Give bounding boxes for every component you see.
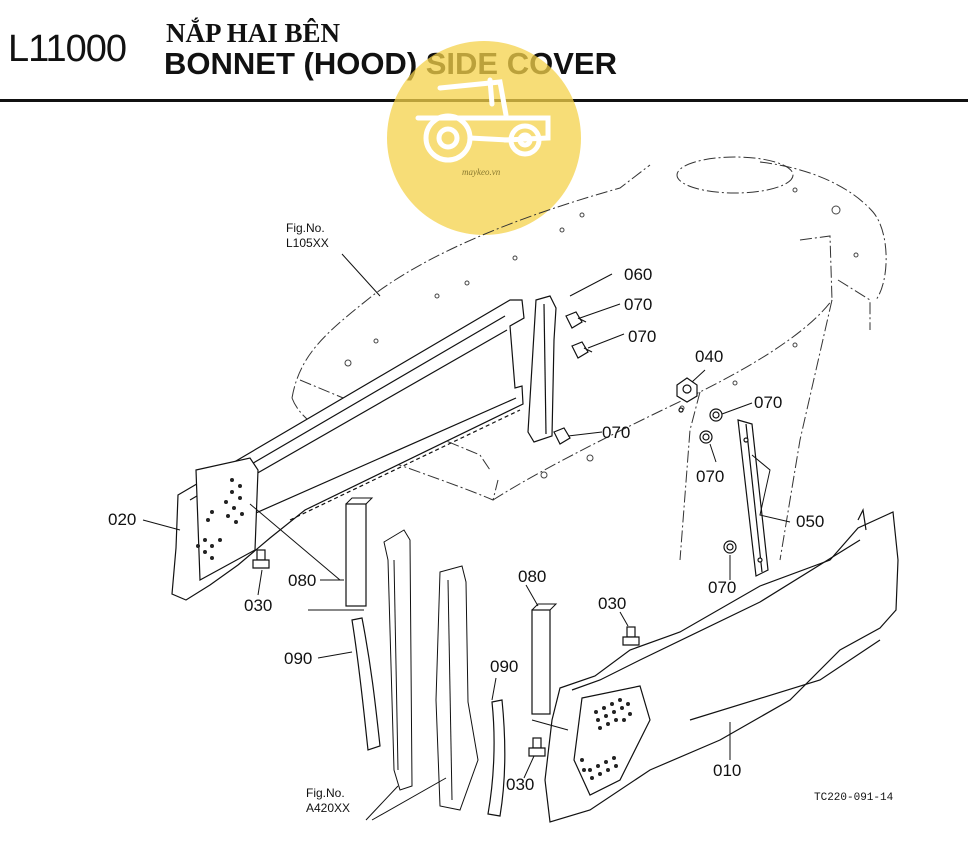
bolt-030-c: [528, 737, 546, 757]
bolt-070-d: [709, 408, 723, 422]
hood-outline: [291, 156, 887, 561]
figure-code: L11000: [8, 28, 127, 70]
part-050-bracket: [737, 419, 769, 577]
label-070-a: 070: [624, 295, 652, 314]
label-080-a: 080: [288, 571, 316, 590]
part-090-seal-right: [487, 699, 506, 817]
label-060: 060: [624, 265, 652, 284]
bolts: [252, 311, 737, 757]
bolt-070-c: [553, 427, 571, 445]
part-060-bracket: [527, 295, 557, 443]
title-vietnamese: NẮP HAI BÊN: [166, 18, 341, 48]
label-050: 050: [796, 512, 824, 531]
hood-holes: [344, 187, 859, 479]
part-040-nut: [676, 377, 698, 413]
label-090-b: 090: [490, 657, 518, 676]
bolt-070-b: [571, 341, 593, 359]
fig-ref-bottom-line2: A420XX: [306, 801, 350, 815]
part-020-grille: [196, 478, 244, 560]
fig-ref-top-line2: L105XX: [286, 236, 329, 250]
label-080-b: 080: [518, 567, 546, 586]
fig-ref-top-line1: Fig.No.: [286, 221, 325, 235]
watermark-text: maykeo.vn: [462, 167, 501, 177]
label-090-a: 090: [284, 649, 312, 668]
part-020-left-side-cover: [171, 299, 525, 601]
bolt-070-a: [565, 311, 587, 329]
bolt-070-e: [699, 430, 713, 444]
reference-code: TC220-091-14: [814, 792, 894, 804]
label-030-c: 030: [506, 775, 534, 794]
part-010-grille: [580, 698, 632, 780]
label-040: 040: [695, 347, 723, 366]
label-010: 010: [713, 761, 741, 780]
reference-frame-parts: [383, 529, 479, 811]
label-020: 020: [108, 510, 136, 529]
part-080-foam-left: [345, 503, 367, 607]
bolt-030-a: [252, 549, 270, 569]
watermark-logo: maykeo.vn: [387, 41, 581, 235]
label-030-b: 030: [598, 594, 626, 613]
fig-ref-bottom-line1: Fig.No.: [306, 786, 345, 800]
label-070-d: 070: [754, 393, 782, 412]
part-090-seal-left: [351, 617, 381, 751]
part-080-foam-right: [531, 609, 551, 715]
label-070-c: 070: [602, 423, 630, 442]
label-070-b: 070: [628, 327, 656, 346]
label-030-a: 030: [244, 596, 272, 615]
bolt-070-f: [723, 540, 737, 554]
label-070-e: 070: [696, 467, 724, 486]
bolt-030-b: [622, 626, 640, 646]
label-070-f: 070: [708, 578, 736, 597]
leader-lines: [142, 253, 791, 821]
